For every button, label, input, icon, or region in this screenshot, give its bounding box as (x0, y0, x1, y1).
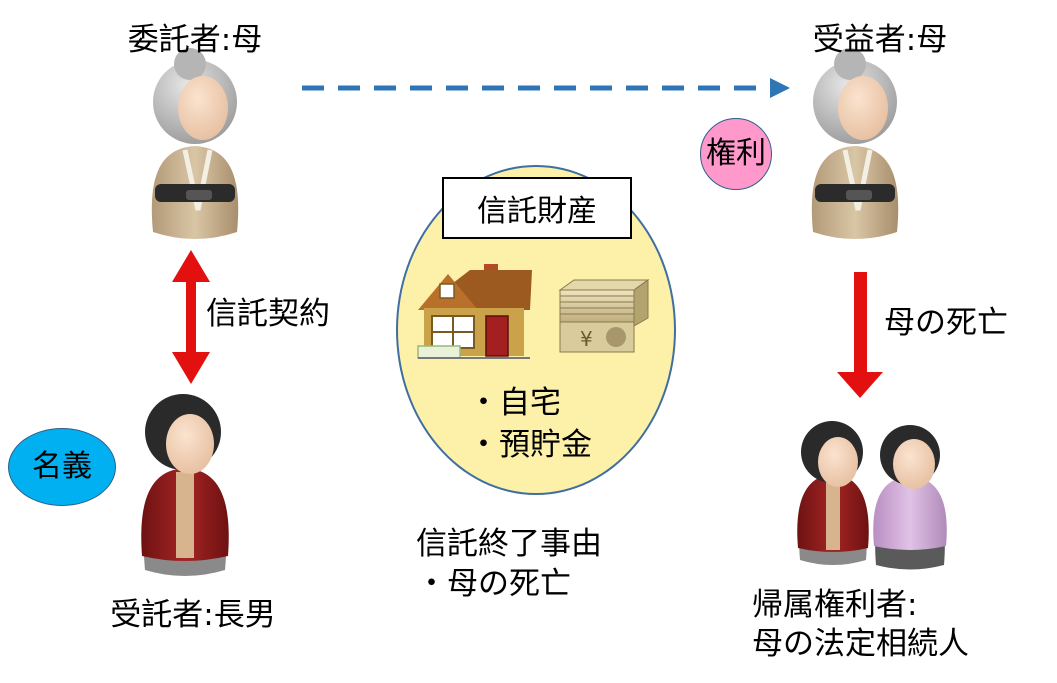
remainder-beneficiary-line2: 母の法定相続人 (752, 625, 969, 662)
asset-home: ・自宅 (468, 385, 561, 421)
death-label: 母の死亡 (884, 305, 1008, 341)
trust-property-title: 信託財産 (442, 177, 632, 239)
remainder-beneficiary-label: 帰属権利者: 母の法定相続人 (752, 586, 969, 664)
settlor-label: 委託者:母 (127, 22, 263, 58)
remainder-beneficiary-line1: 帰属権利者: (752, 587, 918, 623)
dashed-arrow (302, 78, 790, 98)
death-arrow (837, 272, 883, 398)
trustee-label: 受託者:長男 (110, 597, 276, 633)
termination-title: 信託終了事由 (416, 526, 602, 562)
trust-property-list: ・自宅 ・預貯金 (468, 383, 592, 467)
beneficiary-figure-icon (811, 48, 899, 239)
settlor-figure-icon (151, 48, 239, 239)
trustee-figure-icon (141, 394, 229, 576)
termination-item: ・母の死亡 (416, 566, 571, 603)
name-badge: 名義 (8, 428, 116, 506)
rights-badge: 権利 (700, 118, 772, 190)
heirs-figure-icon (797, 421, 947, 570)
asset-savings: ・預貯金 (468, 426, 592, 463)
contract-label: 信託契約 (206, 296, 330, 332)
contract-arrow (172, 250, 210, 384)
termination-block: 信託終了事由 ・母の死亡 (416, 524, 602, 605)
beneficiary-label: 受益者:母 (812, 22, 948, 58)
